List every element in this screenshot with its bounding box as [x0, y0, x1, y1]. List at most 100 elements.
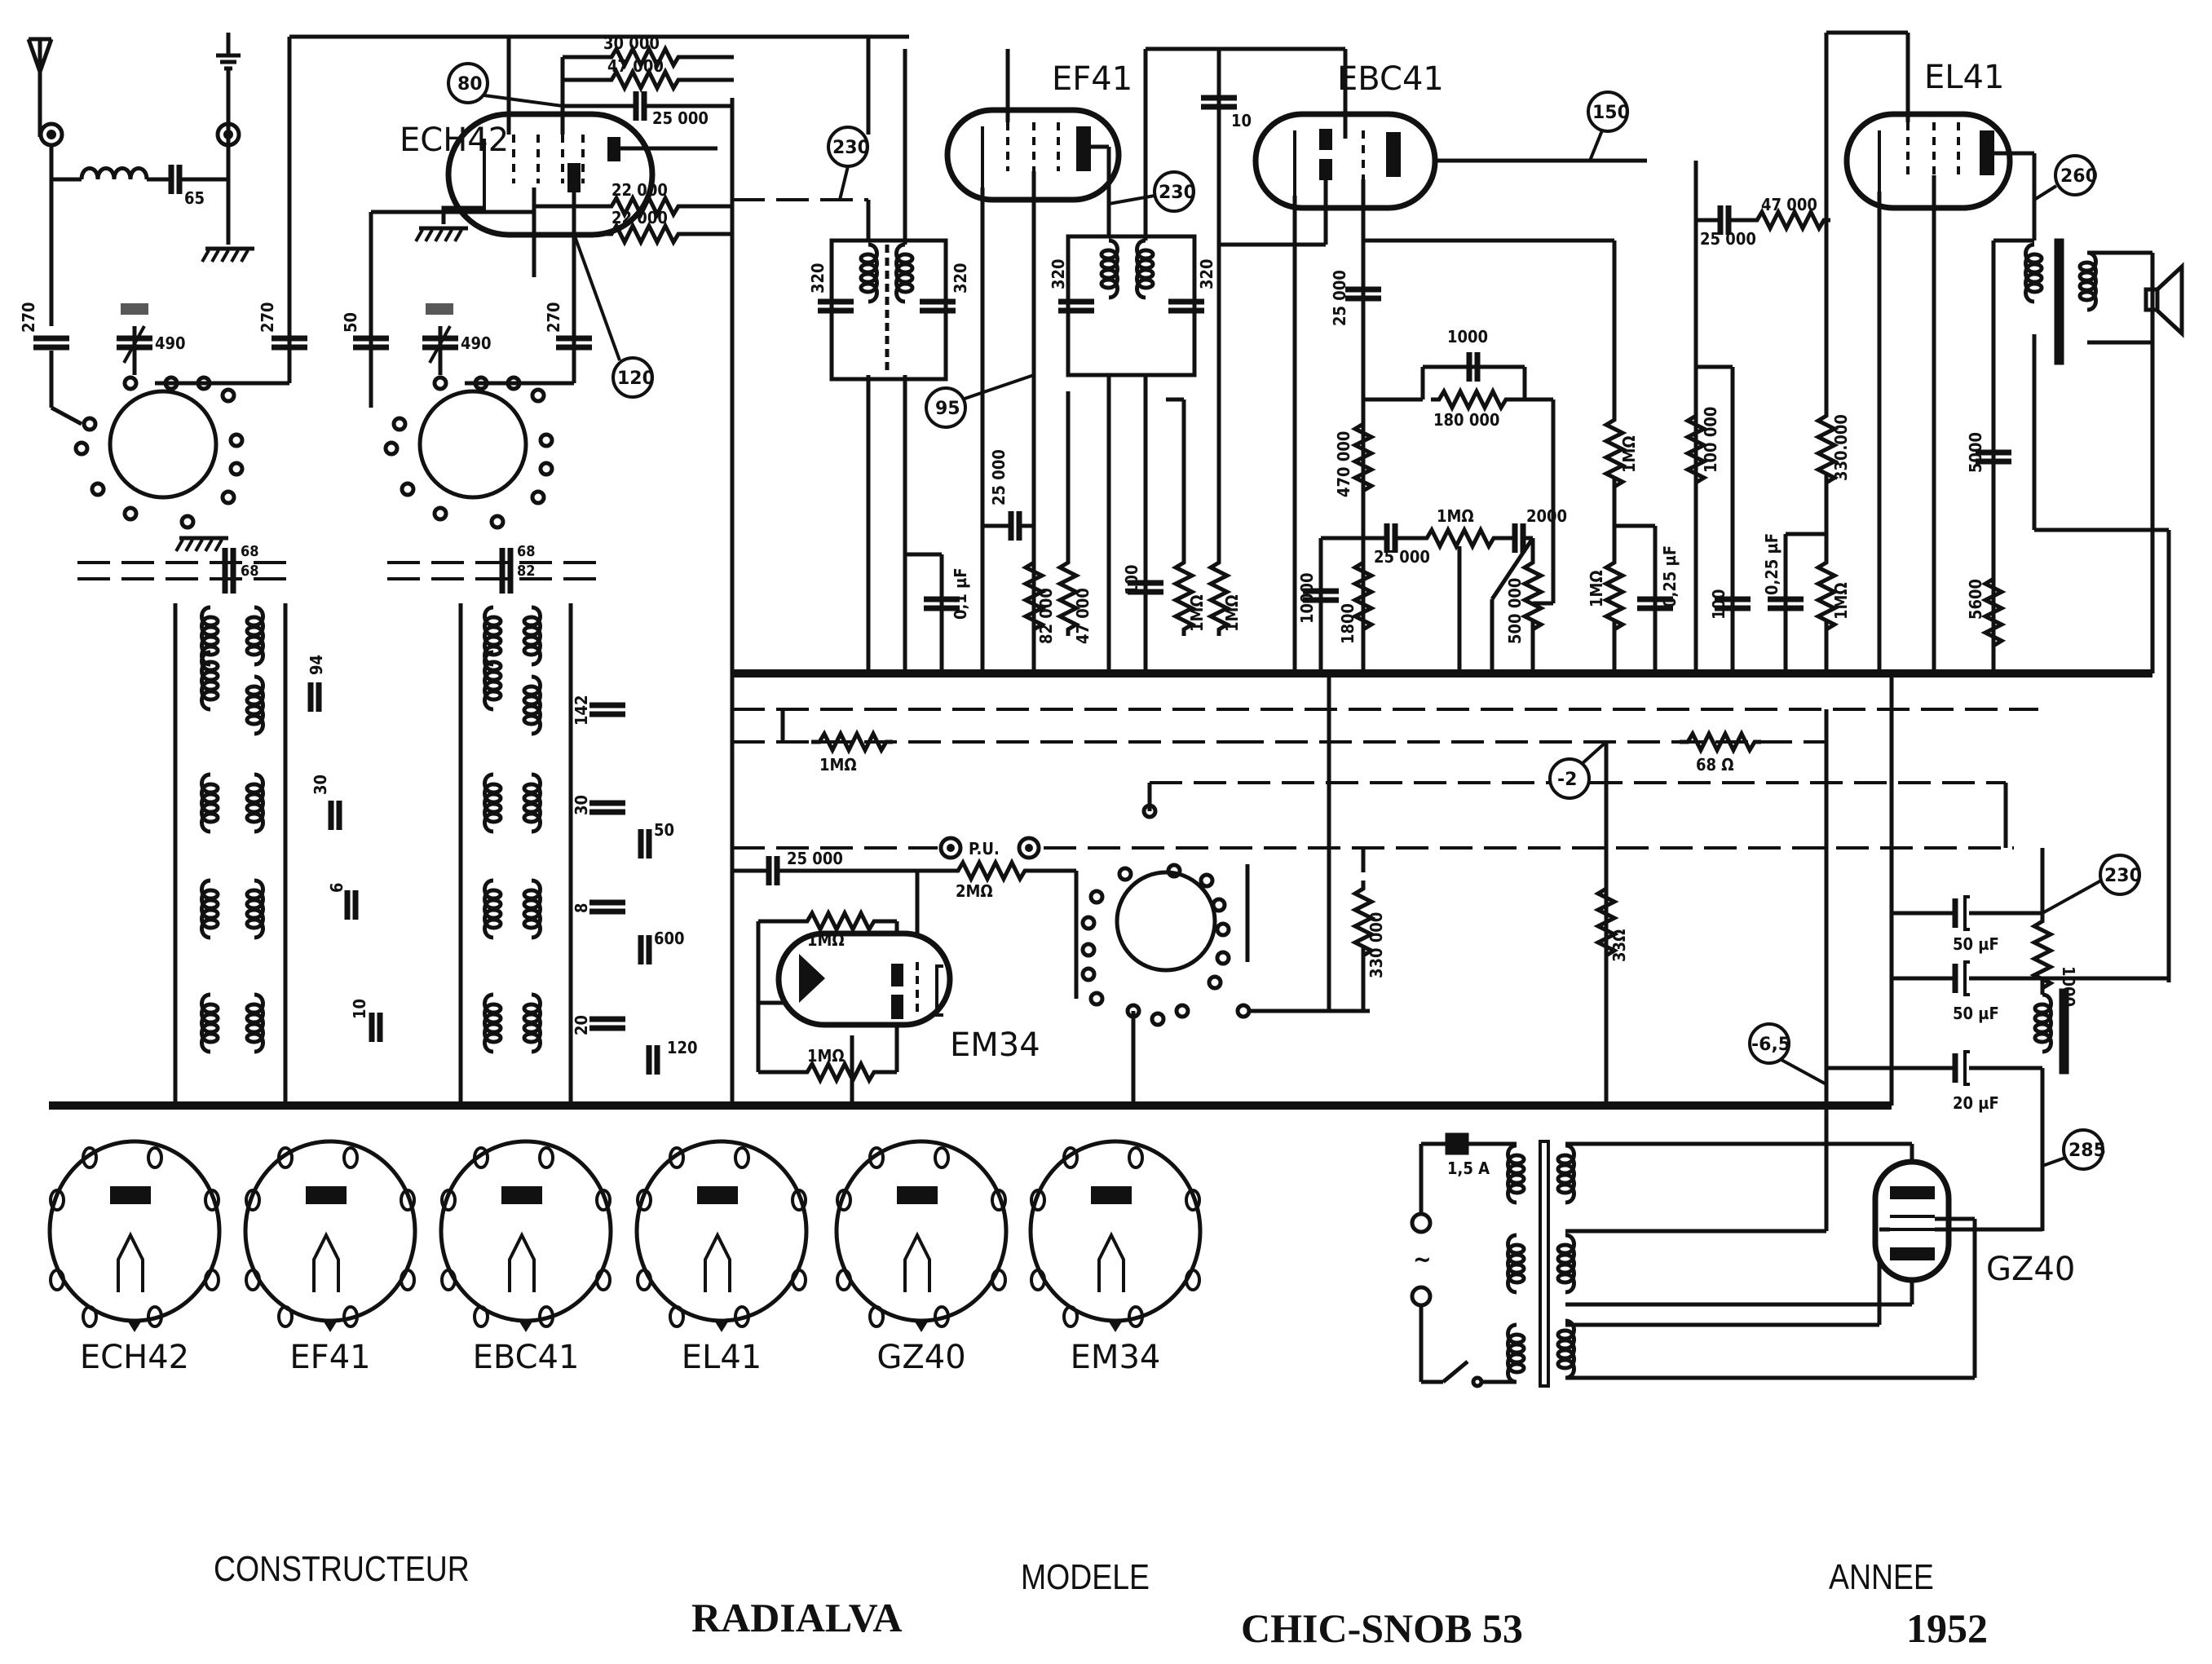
label-r: 47 000 [1073, 588, 1093, 644]
socket-pin [991, 1189, 1007, 1212]
label-c: 68 [517, 543, 536, 560]
label-c: 1000 [1447, 327, 1488, 346]
tube-label-gz40: GZ40 [1986, 1251, 2075, 1288]
socket-pin [868, 1305, 885, 1328]
tube-label-ebc41: EBC41 [1337, 60, 1444, 98]
socket-pin [277, 1146, 294, 1169]
socket-pin [245, 1189, 261, 1212]
label-c: 68 [241, 543, 259, 560]
rf-coil-section: 270 490 270 [19, 302, 307, 551]
pickup-input: P.U. [938, 836, 1041, 860]
label-c: 50 µF [1953, 1004, 1999, 1023]
label-c: 0,25 µF [1660, 545, 1680, 607]
socket-pin [669, 1146, 685, 1169]
pickup-terminal-1[interactable] [938, 836, 963, 860]
label-r: 22 000 [612, 180, 668, 200]
ground-icon [202, 249, 254, 262]
mains-transformer [1410, 1132, 1977, 1388]
electrode-icon [897, 1186, 938, 1204]
socket-pin [49, 1269, 65, 1291]
socket-pin [836, 1189, 852, 1212]
label-r: 30 000 [603, 33, 660, 53]
socket-pin [538, 1305, 554, 1328]
label-c: 100 [1709, 589, 1729, 620]
label-pu: P.U. [969, 839, 1000, 858]
label-c: 10000 [1297, 572, 1317, 624]
tube-ebc41: EBC41 [1146, 46, 1647, 673]
label-c: 320 [951, 263, 970, 294]
antenna-coupling-cap [171, 165, 179, 194]
key-notch-icon [126, 1319, 143, 1332]
socket-pin [440, 1269, 457, 1291]
socket-diagram-el41: EL41 [634, 1139, 809, 1376]
label-r: 68 Ω [1696, 755, 1734, 775]
socket-pin [82, 1305, 98, 1328]
label-c: 50 [341, 312, 360, 333]
mains-terminal-1[interactable] [1410, 1212, 1433, 1234]
label-c: 320 [1049, 258, 1068, 289]
label-r: 1MΩ [807, 930, 845, 950]
voltage-value: -2 [1557, 770, 1577, 790]
label-c: 25 000 [652, 108, 709, 128]
electrode-icon [110, 1186, 151, 1204]
key-notch-icon [713, 1319, 730, 1332]
key-notch-icon [1107, 1319, 1124, 1332]
voltage-value: 80 [457, 74, 483, 95]
electrode-icon [1091, 1186, 1132, 1204]
tube-label-em34: EM34 [950, 1026, 1040, 1064]
socket-label: EF41 [289, 1339, 370, 1376]
tube-label-ef41: EF41 [1052, 60, 1132, 98]
label-r: 1MΩ [1619, 435, 1639, 473]
label-c: 50 [654, 820, 674, 840]
antenna-icon [26, 37, 54, 137]
if-transformer-1 [732, 37, 960, 673]
label-r: 1000 [2059, 966, 2078, 1007]
earth-terminal[interactable] [215, 121, 241, 148]
band-switch[interactable] [1074, 803, 1370, 1106]
electrode-icon [501, 1186, 542, 1204]
voltage-value: 260 [2060, 166, 2098, 187]
label-c: 25 000 [1330, 270, 1349, 326]
voltage-value: 285 [2069, 1141, 2106, 1161]
socket-pin [934, 1146, 950, 1169]
voltage-value: -6,5 [1751, 1035, 1790, 1055]
socket-pin [636, 1269, 652, 1291]
label-c: 82 [517, 563, 536, 580]
socket-pin [82, 1146, 98, 1169]
label-c: 5000 [1966, 432, 1985, 473]
pickup-terminal-2[interactable] [1017, 836, 1041, 860]
label-r: 1MΩ [807, 1046, 845, 1066]
label-c: 270 [544, 302, 563, 333]
label-c: 25 000 [989, 449, 1009, 505]
socket-pin [734, 1146, 750, 1169]
socket-label: GZ40 [876, 1339, 965, 1376]
key-notch-icon [322, 1319, 338, 1332]
loudspeaker-icon [2144, 262, 2184, 338]
label-r: 180 000 [1433, 410, 1499, 430]
socket-label: EM34 [1071, 1339, 1161, 1376]
annee-label: ANNEE [1829, 1557, 1934, 1597]
label-r: 1MΩ [819, 755, 857, 775]
ground-bus [49, 98, 2152, 1110]
socket-pin [734, 1305, 750, 1328]
socket-pin [147, 1305, 163, 1328]
socket-diagram-em34: EM34 [1028, 1139, 1203, 1376]
label-c: 94 [307, 655, 326, 675]
label-c: 2000 [1526, 506, 1567, 526]
label-c: 20 [572, 1015, 591, 1035]
socket-pin [595, 1189, 612, 1212]
socket-pin [636, 1189, 652, 1212]
wave-switch-2[interactable] [417, 389, 528, 500]
earth-icon [216, 33, 241, 71]
voltage-value: 150 [1592, 103, 1630, 123]
socket-pin [147, 1146, 163, 1169]
label-c: 20 µF [1953, 1093, 1999, 1113]
voltage-marker [925, 386, 967, 429]
socket-pin [473, 1305, 489, 1328]
constructeur-label: CONSTRUCTEUR [214, 1549, 470, 1589]
mains-terminal-2[interactable] [1410, 1285, 1433, 1308]
annee-value: 1952 [1906, 1605, 1988, 1651]
socket-pin [342, 1146, 359, 1169]
wave-switch-1[interactable] [108, 389, 219, 500]
